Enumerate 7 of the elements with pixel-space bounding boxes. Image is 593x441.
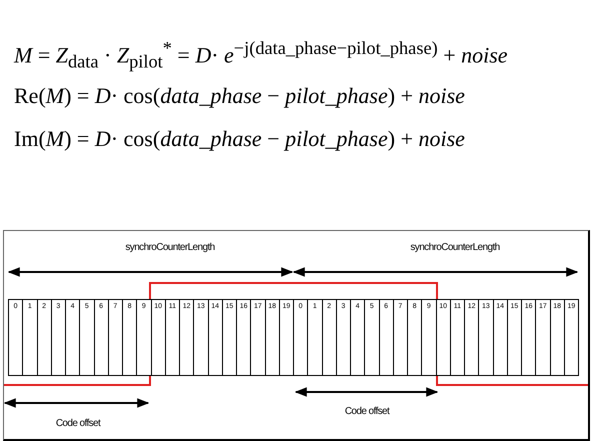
dimension-label: Code offset (56, 418, 100, 429)
dimension-label: Code offset (344, 406, 390, 417)
equation: Im(M) = D· cos(data_phase − pilot_phase) + noise (14, 126, 465, 152)
dimension-label: synchroCounterLength (410, 242, 500, 253)
equation: Re(M) = D· cos(data_phase − pilot_phase) + noise (14, 83, 465, 109)
equation: M = Z$_{data}$ · Z$_{pilot}$$^{*}$ = D· e$^{−j(data_phase−pilot_phase)}$ + noise (14, 38, 508, 73)
dimension-label: synchroCounterLength (125, 242, 215, 253)
